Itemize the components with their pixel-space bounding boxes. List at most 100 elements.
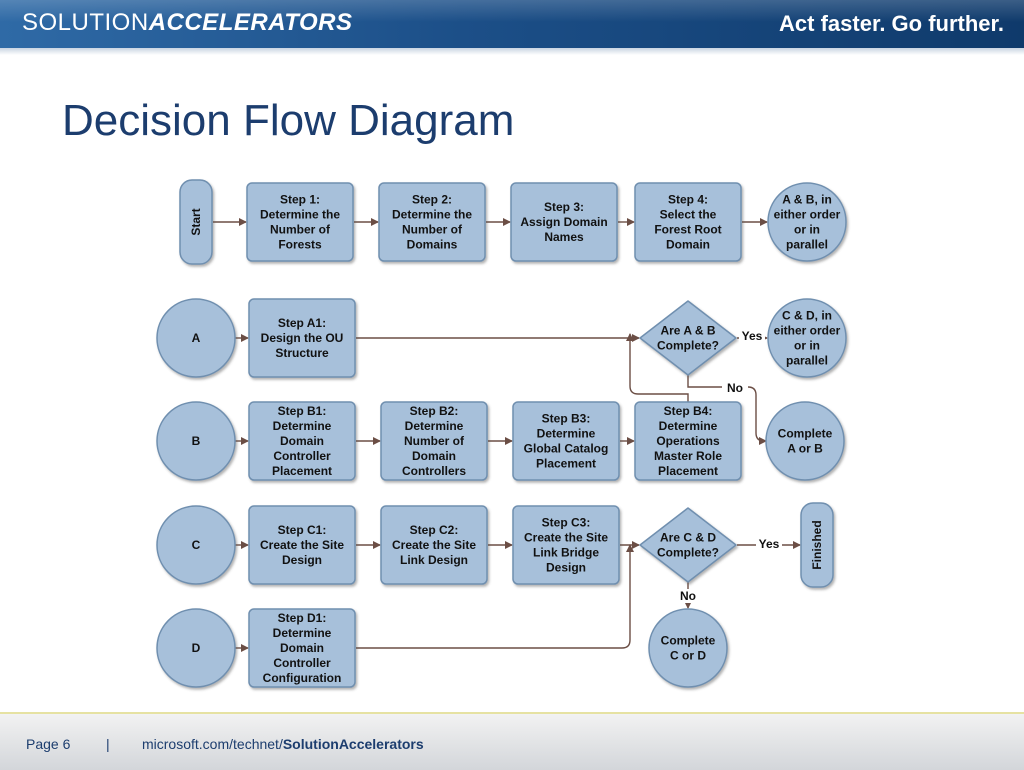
node-a-shape <box>156 298 236 378</box>
node-label-line: Step 4: <box>668 193 708 207</box>
node-label-line: Step 3: <box>544 200 584 214</box>
node-label-line: Link Design <box>400 553 468 567</box>
node-label-line: Names <box>544 230 584 244</box>
edge-label-ab-no: No <box>727 381 743 395</box>
edge-label-bg <box>722 381 748 395</box>
node-label-line: either order <box>774 324 841 338</box>
edge-b4-to-ab-decision <box>626 333 689 402</box>
node-label-line: Placement <box>536 457 596 471</box>
node-stepA1-shape <box>248 298 356 378</box>
node-d-label: D <box>192 641 201 655</box>
node-label-line: Determine <box>659 419 718 433</box>
node-label-line: Master Role <box>654 449 722 463</box>
node-label-line: Complete <box>661 634 716 648</box>
node-label-line: Complete? <box>657 339 719 353</box>
node-label-line: Create the Site <box>524 531 608 545</box>
node-label-line: Step 1: <box>280 193 320 207</box>
node-label-line: Select the <box>660 208 717 222</box>
edge-label-cd-yes: Yes <box>759 537 780 551</box>
node-label-line: Placement <box>658 464 718 478</box>
node-c: C <box>156 505 236 585</box>
node-label-line: either order <box>774 208 841 222</box>
node-step2-shape <box>378 182 486 262</box>
node-stepC1-shape <box>248 505 356 585</box>
node-label-line: Complete <box>778 427 833 441</box>
node-label-line: Forests <box>278 238 322 252</box>
node-label-line: A & B, in <box>782 193 832 207</box>
brand-logo: SOLUTIONACCELERATORS <box>22 9 352 37</box>
node-complete-ab-shape <box>765 401 845 481</box>
node-stepC3-shape <box>512 505 620 585</box>
node-label-line: Determine the <box>260 208 340 222</box>
node-label-line: Forest Root <box>654 223 721 237</box>
node-label-line: A <box>192 331 201 345</box>
node-label-line: Number of <box>402 223 463 237</box>
node-label-line: Step A1: <box>278 316 326 330</box>
node-label-line: or in <box>794 339 820 353</box>
edge-label-bg <box>739 329 765 343</box>
node-stepD1-shape <box>248 608 356 688</box>
footer-link-bold: SolutionAccelerators <box>282 736 424 752</box>
node-label-line: Domain <box>666 238 710 252</box>
node-complete-cd-shape <box>648 608 728 688</box>
node-label-line: Number of <box>270 223 331 237</box>
node-label-line: Structure <box>275 346 329 360</box>
header-bar: SOLUTIONACCELERATORS Act faster. Go furt… <box>0 0 1024 48</box>
node-label-line: Design <box>282 553 322 567</box>
node-d: D <box>156 608 236 688</box>
node-label-line: Determine <box>537 427 596 441</box>
node-label-line: Domain <box>412 449 456 463</box>
node-start-label: Start <box>189 208 203 235</box>
node-step3-shape <box>510 182 618 262</box>
node-label-line: C & D, in <box>782 309 832 323</box>
node-finished-label: Finished <box>810 520 824 569</box>
node-ab-decision-shape <box>639 300 737 376</box>
footer-link[interactable]: microsoft.com/technet/SolutionAccelerato… <box>142 736 424 752</box>
node-label-line: Determine <box>405 419 464 433</box>
node-label-line: D <box>192 641 201 655</box>
node-stepB3-shape <box>512 401 620 481</box>
node-finished: Finished <box>800 502 834 588</box>
node-a: A <box>156 298 236 378</box>
node-label-line: B <box>192 434 201 448</box>
node-label-line: Step C1: <box>278 523 327 537</box>
node-step1-shape <box>246 182 354 262</box>
node-label-line: Step B3: <box>542 412 591 426</box>
node-label-line: C or D <box>670 649 706 663</box>
page-number: Page 6 <box>26 736 71 752</box>
edge-label-cd-no: No <box>680 589 696 603</box>
brand-light: SOLUTION <box>22 9 149 36</box>
slide-title: Decision Flow Diagram <box>62 96 515 145</box>
node-label-line: Complete? <box>657 546 719 560</box>
node-label-line: Link Bridge <box>533 546 599 560</box>
node-label-line: or in <box>794 223 820 237</box>
edge-ab-decision-no <box>687 375 767 445</box>
